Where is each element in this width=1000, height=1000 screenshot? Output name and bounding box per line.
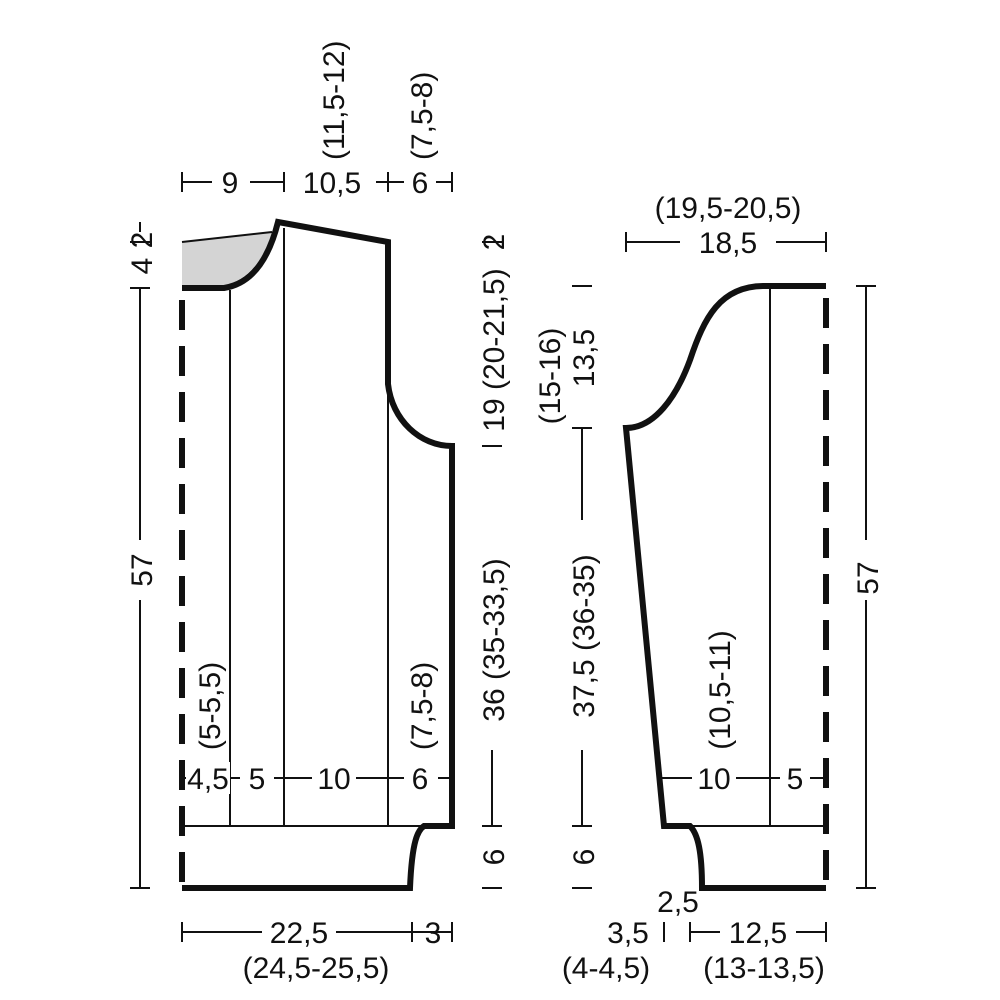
- front-top-sizes-right-label: (7,5-8): [406, 72, 439, 160]
- front-right-rib-label: 6: [478, 849, 511, 866]
- front-bottom-width-label: 22,5: [270, 917, 328, 950]
- sleeve-left-rib-label: 6: [568, 849, 601, 866]
- sleeve-bottom-12-5-sizes-label: (13-13,5): [703, 952, 825, 985]
- front-top-neck-label: 10,5: [303, 167, 361, 200]
- front-top-shoulder-left-label: 9: [222, 167, 239, 200]
- sleeve-bottom-2-5-label: 2,5: [657, 886, 699, 919]
- front-inner-label-bg: [312, 762, 356, 794]
- front-inner-10-label: 10: [317, 763, 350, 796]
- sleeve-inner-10-label: 10: [697, 763, 730, 796]
- front-top-shoulder-right-label: 6: [412, 167, 429, 200]
- sleeve-bottom-3-5-label: 3,5: [607, 917, 649, 950]
- front-right-2-label: 2: [478, 234, 511, 251]
- front-inner-6-label: 6: [412, 763, 429, 796]
- sleeve-bottom-12-5-label: 12,5: [729, 917, 787, 950]
- front-neck-shading: [182, 232, 272, 286]
- front-bottom-3-label: 3: [425, 917, 442, 950]
- sleeve-piece: (19,5-20,5) 18,5 (15-16) 13,5 37,5 (36-3…: [534, 192, 885, 985]
- sleeve-inner-sizes-label: (10,5-11): [704, 630, 737, 750]
- front-inner-right-sizes-label: (7,5-8): [406, 662, 439, 750]
- front-right-body-label: 36 (35-33,5): [478, 558, 511, 721]
- front-right-armhole-label: 19 (20-21,5): [478, 268, 511, 431]
- sleeve-left-cap-label: 13,5: [568, 329, 601, 387]
- front-top-sizes-label: (11,5-12): [318, 40, 351, 160]
- sleeve-top-width-label: 18,5: [699, 227, 757, 260]
- sleeve-left-cap-sizes-label: (15-16): [534, 328, 567, 425]
- front-bottom-width-sizes-label: (24,5-25,5): [243, 952, 390, 985]
- front-inner-label-bg: [240, 762, 274, 794]
- sleeve-top-sizes-label: (19,5-20,5): [655, 192, 802, 225]
- front-left-2-label: 2: [126, 232, 159, 249]
- front-left-total-label: 57: [126, 553, 159, 586]
- sleeve-inner-label-bg: [780, 762, 810, 794]
- front-inner-label-bg: [186, 762, 230, 794]
- front-outline: [182, 218, 455, 891]
- front-inner-left-sizes-label: (5-5,5): [194, 662, 227, 750]
- sleeve-right-total-label: 57: [852, 561, 885, 594]
- sleeve-outline: [622, 283, 826, 891]
- sleeve-left-body-label: 37,5 (36-35): [568, 554, 601, 717]
- front-neck-top-line: [181, 231, 273, 243]
- front-inner-5-label: 5: [249, 763, 266, 796]
- front-piece: 9 10,5 6 (11,5-12) (7,5-8) 2 4 57 2 19 (…: [126, 40, 511, 985]
- sleeve-inner-label-bg: [692, 762, 736, 794]
- sleeve-bottom-3-5-sizes-label: (4-4,5): [562, 952, 650, 985]
- front-inner-label-bg: [404, 762, 438, 794]
- front-inner-4-5-label: 4,5: [187, 763, 229, 796]
- sleeve-inner-5-label: 5: [787, 763, 804, 796]
- front-left-4-label: 4: [126, 258, 159, 275]
